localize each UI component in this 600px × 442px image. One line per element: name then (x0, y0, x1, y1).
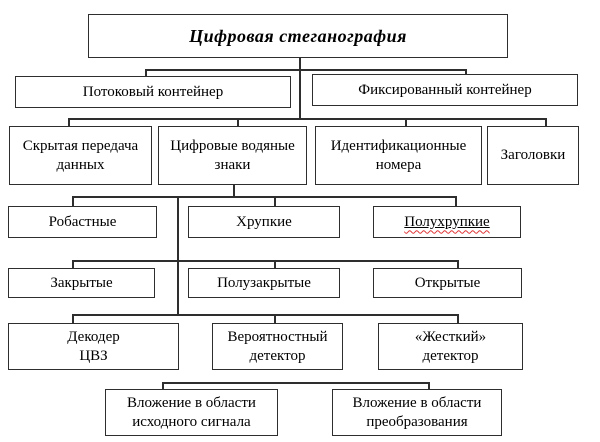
node-hidden-data-transfer: Скрытая передача данных (9, 126, 152, 185)
node-semi-fragile: Полухрупкие (373, 206, 521, 238)
connector-line (68, 118, 70, 127)
spellcheck-underline-text: Полухрупкие (404, 213, 490, 230)
node-headers: Заголовки (487, 126, 579, 185)
node-closed: Закрытые (8, 268, 155, 298)
connector-line (545, 118, 547, 127)
node-robust: Робастные (8, 206, 157, 238)
connector-line (72, 196, 456, 198)
node-digital-steganography: Цифровая стеганография (88, 14, 508, 58)
connector-line (72, 314, 458, 316)
connector-line (145, 69, 147, 77)
connector-line (405, 118, 407, 127)
node-fragile: Хрупкие (188, 206, 340, 238)
connector-line (237, 118, 239, 127)
connector-line (162, 382, 164, 390)
connector-line (274, 314, 276, 324)
node-semi-closed: Полузакрытые (188, 268, 340, 298)
connector-line (72, 260, 74, 269)
node-open: Открытые (373, 268, 522, 298)
connector-line (233, 185, 235, 197)
connector-line (72, 260, 458, 262)
connector-line (274, 260, 276, 269)
node-hard-detector: «Жесткий» детектор (378, 323, 523, 370)
node-cdw-decoder: Декодер ЦВЗ (8, 323, 179, 370)
connector-line (177, 196, 179, 315)
node-digital-watermarks: Цифровые водяные знаки (158, 126, 307, 185)
connector-line (457, 314, 459, 324)
connector-line (72, 314, 74, 324)
connector-line (299, 58, 301, 119)
node-fixed-container: Фиксированный контейнер (312, 74, 578, 106)
connector-line (162, 382, 429, 384)
connector-line (455, 196, 457, 207)
connector-line (68, 118, 546, 120)
connector-line (72, 196, 74, 207)
underlined-text: Полухрупкие (404, 213, 489, 232)
connector-line (457, 260, 459, 269)
node-probabilistic-detector: Вероятностный детектор (212, 323, 343, 370)
connector-line (145, 69, 465, 71)
node-embedding-source-domain: Вложение в области исходного сигнала (105, 389, 278, 436)
node-identification-numbers: Идентификационные номера (315, 126, 482, 185)
connector-line (465, 69, 467, 75)
connector-line (428, 382, 430, 390)
connector-line (274, 196, 276, 207)
node-stream-container: Потоковый контейнер (15, 76, 291, 108)
node-embedding-transform-domain: Вложение в области преобразования (332, 389, 502, 436)
